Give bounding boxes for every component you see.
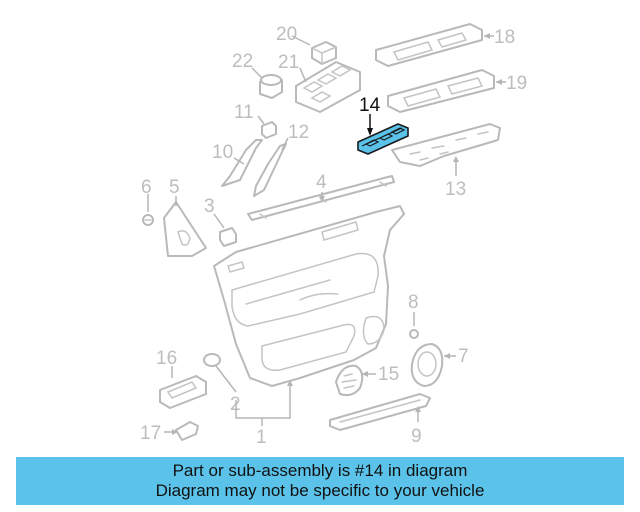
part-7-speaker[interactable]	[410, 343, 444, 387]
callout-20: 20	[276, 24, 297, 45]
leader-1	[235, 384, 291, 419]
callout-21: 21	[278, 52, 299, 73]
banner-line-2: Diagram may not be specific to your vehi…	[155, 481, 485, 500]
part-18-switch-bezel[interactable]	[375, 23, 483, 67]
callout-11: 11	[234, 102, 254, 123]
part-6-screw[interactable]	[142, 214, 154, 226]
callout-10: 10	[212, 142, 233, 163]
callout-3: 3	[204, 196, 215, 217]
part-2-button[interactable]	[203, 353, 221, 367]
callout-14: 14	[359, 95, 381, 116]
callout-22: 22	[232, 51, 253, 72]
part-13-armrest-base[interactable]	[391, 123, 501, 167]
banner-line-1: Part or sub-assembly is #14 in diagram	[172, 461, 468, 480]
callout-6: 6	[141, 177, 152, 198]
door-panel[interactable]	[213, 205, 405, 387]
callout-16: 16	[156, 348, 177, 369]
callout-5: 5	[169, 177, 180, 198]
leader-21	[299, 67, 307, 83]
callout-8: 8	[408, 292, 419, 313]
part-19-switch-bezel[interactable]	[387, 69, 495, 113]
part-22-knob[interactable]	[259, 74, 283, 99]
callout-4: 4	[316, 172, 327, 193]
leader-22	[251, 67, 263, 79]
leader-11	[257, 115, 265, 125]
part-3-plug[interactable]	[219, 227, 237, 247]
callout-18: 18	[494, 27, 515, 48]
callout-17: 17	[140, 423, 161, 444]
parts-diagram: 20 21 22 18 19 14 13	[140, 23, 527, 448]
callout-7: 7	[458, 346, 469, 367]
callout-13: 13	[445, 179, 466, 200]
leader-10	[233, 157, 245, 165]
info-banner: Part or sub-assembly is #14 in diagram D…	[16, 457, 624, 505]
part-16-inner-handle[interactable]	[159, 375, 207, 409]
callout-19: 19	[506, 73, 527, 94]
leader-2	[215, 365, 237, 393]
callout-12: 12	[288, 122, 309, 143]
part-21-window-switch[interactable]	[295, 61, 361, 113]
part-20-clip[interactable]	[311, 41, 337, 65]
callout-9: 9	[411, 426, 422, 447]
part-17-clip[interactable]	[175, 421, 199, 441]
callout-1: 1	[256, 427, 267, 448]
leader-20	[291, 35, 311, 46]
part-8-screw[interactable]	[409, 329, 419, 339]
callout-15: 15	[378, 364, 399, 385]
part-14-switch-plate-highlighted[interactable]	[357, 123, 409, 155]
part-15-speaker-grille[interactable]	[335, 364, 364, 397]
part-9-lower-trim[interactable]	[329, 393, 431, 431]
part-5-mirror-cover[interactable]	[163, 201, 207, 257]
leader-3	[213, 213, 225, 229]
part-12-trim[interactable]	[253, 143, 287, 197]
part-11-clip[interactable]	[261, 121, 277, 139]
leader-12	[281, 137, 289, 151]
